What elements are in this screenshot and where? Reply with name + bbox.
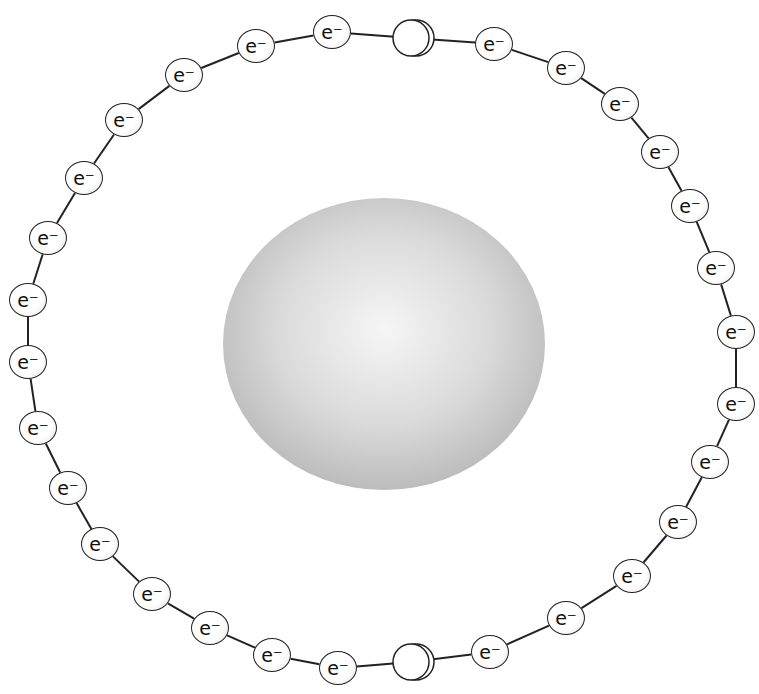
central-sphere xyxy=(223,198,545,490)
electron-circle: e⁻ xyxy=(641,135,679,169)
electron-label: e⁻ xyxy=(173,66,195,85)
electron-circle: e⁻ xyxy=(105,103,143,137)
ring-segment xyxy=(46,444,60,473)
ring-segment xyxy=(291,659,320,665)
ring-segment xyxy=(581,78,605,94)
electron-circle: e⁻ xyxy=(697,251,735,285)
ring-segment xyxy=(139,86,170,109)
electron-circle: e⁻ xyxy=(133,577,171,611)
electron-circle: e⁻ xyxy=(29,221,67,255)
electron-circle: e⁻ xyxy=(613,559,651,593)
ring-segment xyxy=(512,50,548,62)
electron-circle: e⁻ xyxy=(81,527,119,561)
ring-segment xyxy=(57,193,75,223)
electron-circle: e⁻ xyxy=(49,471,87,505)
ring-segment xyxy=(227,635,255,647)
electron-label: e⁻ xyxy=(27,419,49,438)
electron-label: e⁻ xyxy=(327,659,349,678)
electron-circle: e⁻ xyxy=(717,315,755,349)
ring-segment xyxy=(94,135,114,164)
ring-segment xyxy=(669,167,682,191)
electron-circle: e⁻ xyxy=(237,29,275,63)
electron-label: e⁻ xyxy=(37,229,59,248)
electron-label: e⁻ xyxy=(555,609,577,628)
ring-segment xyxy=(721,284,731,315)
electron-circle: e⁻ xyxy=(717,387,755,421)
electron-circle: e⁻ xyxy=(319,651,357,685)
ring-segment xyxy=(686,477,702,506)
electron-circle: e⁻ xyxy=(601,87,639,121)
ring-segment xyxy=(77,503,92,529)
ring-segment xyxy=(33,254,42,283)
electron-label: e⁻ xyxy=(725,395,747,414)
hole-circle xyxy=(393,644,429,680)
ring-segment xyxy=(735,349,737,387)
electron-label: e⁻ xyxy=(725,323,747,342)
electron-label: e⁻ xyxy=(113,111,135,130)
electron-circle: e⁻ xyxy=(313,15,351,49)
electron-label: e⁻ xyxy=(649,143,671,162)
electron-circle: e⁻ xyxy=(547,51,585,85)
electron-circle: e⁻ xyxy=(9,345,47,379)
electron-circle: e⁻ xyxy=(9,283,47,317)
electron-label: e⁻ xyxy=(667,513,689,532)
electron-label: e⁻ xyxy=(705,259,727,278)
ring-segment xyxy=(168,603,194,618)
electron-label: e⁻ xyxy=(483,35,505,54)
electron-circle: e⁻ xyxy=(691,445,729,479)
ring-segment xyxy=(31,379,36,411)
hole-circle xyxy=(393,20,429,56)
electron-label: e⁻ xyxy=(73,169,95,188)
electron-label: e⁻ xyxy=(679,197,701,216)
ring-segment xyxy=(201,53,238,68)
electron-circle: e⁻ xyxy=(671,189,709,223)
ring-segment xyxy=(27,317,29,345)
electron-label: e⁻ xyxy=(699,453,721,472)
electron-circle: e⁻ xyxy=(253,638,291,672)
electron-label: e⁻ xyxy=(57,479,79,498)
ring-segment xyxy=(113,556,139,581)
electron-circle: e⁻ xyxy=(65,161,103,195)
ring-segment xyxy=(275,35,314,42)
ring-segment xyxy=(507,626,549,645)
electron-label: e⁻ xyxy=(479,643,501,662)
electron-label: e⁻ xyxy=(199,619,221,638)
electron-label: e⁻ xyxy=(245,37,267,56)
electron-circle: e⁻ xyxy=(165,58,203,92)
electron-label: e⁻ xyxy=(17,291,39,310)
ring-segment xyxy=(582,586,617,608)
electron-circle: e⁻ xyxy=(471,635,509,669)
electron-circle: e⁻ xyxy=(475,27,513,61)
electron-circle: e⁻ xyxy=(19,411,57,445)
ring-segment xyxy=(644,536,667,563)
electron-label: e⁻ xyxy=(621,567,643,586)
electron-label: e⁻ xyxy=(89,535,111,554)
electron-label: e⁻ xyxy=(141,585,163,604)
electron-label: e⁻ xyxy=(609,95,631,114)
electron-circle: e⁻ xyxy=(547,601,585,635)
electron-circle: e⁻ xyxy=(659,505,697,539)
electron-label: e⁻ xyxy=(555,59,577,78)
ring-segment xyxy=(697,222,710,252)
ring-segment xyxy=(631,118,648,139)
electron-circle: e⁻ xyxy=(191,611,229,645)
electron-label: e⁻ xyxy=(261,646,283,665)
ring-segment xyxy=(717,420,729,446)
electron-label: e⁻ xyxy=(321,23,343,42)
electron-label: e⁻ xyxy=(17,353,39,372)
